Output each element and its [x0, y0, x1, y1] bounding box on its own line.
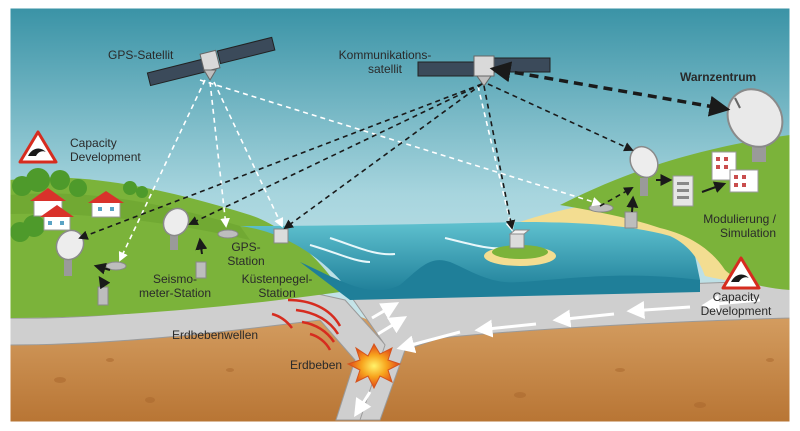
sea	[240, 222, 700, 292]
left-land-shade	[10, 193, 250, 240]
capacity-warning-icon-right	[721, 256, 761, 290]
seismometer-station-label: Seismo- meter-Station	[138, 272, 212, 300]
capacity-development-left-label: Capacity Development	[70, 136, 141, 164]
gps-satellite	[146, 36, 276, 87]
stations-left	[97, 228, 289, 306]
gps-satellite-label: GPS-Satellit	[108, 48, 174, 62]
satellite-warning-center-link	[489, 61, 731, 117]
capacity-development-right-label: Capacity Development	[700, 290, 772, 318]
regional-dish	[629, 145, 659, 196]
island	[492, 245, 548, 259]
capacity-warning-icon-left	[18, 130, 58, 164]
gps-station-label: GPS- Station	[227, 240, 265, 268]
seismic-wave-arcs	[271, 298, 342, 351]
gps-signal-lines	[118, 79, 602, 262]
plate-motion-arrows	[354, 294, 761, 418]
soil-pebbles	[54, 358, 774, 408]
trees-left	[10, 168, 148, 242]
comm-satellite-label: Kommunikations- satellit	[338, 48, 432, 76]
earthquake-burst	[346, 342, 402, 390]
comm-signal-lines	[78, 83, 634, 240]
warning-center-buildings	[672, 151, 759, 207]
left-dish	[55, 229, 85, 276]
tsunami-wave	[300, 260, 700, 300]
earthquake-label: Erdbeben	[290, 358, 343, 372]
earthquake-waves-label: Erdbebenwellen	[172, 328, 259, 342]
houses	[30, 188, 124, 231]
tide-station-label: Küstenpegel- Station	[241, 272, 313, 300]
modeling-label: Modulierung / Simulation	[703, 212, 776, 240]
warning-center-label: Warnzentrum	[680, 70, 757, 84]
local-data-arrows	[93, 174, 727, 290]
warning-center-dish	[726, 88, 784, 162]
frame	[9, 7, 791, 423]
seismometer-dish	[162, 207, 190, 250]
